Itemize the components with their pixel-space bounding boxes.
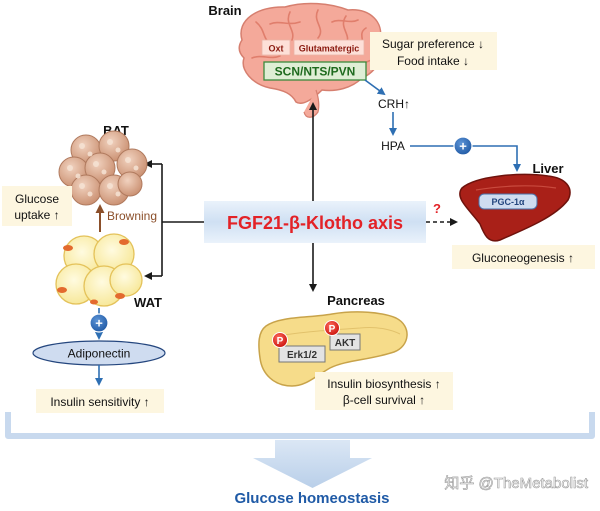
pgc1a-box bbox=[478, 193, 538, 210]
akt-phospho-text: P bbox=[329, 324, 336, 335]
pancreas-label: Pancreas bbox=[327, 293, 385, 308]
adiponectin-text: Adiponectin bbox=[68, 347, 131, 361]
erk-text: Erk1/2 bbox=[287, 350, 317, 361]
wat-nuclei bbox=[57, 239, 129, 305]
glucose-uptake-box bbox=[2, 186, 72, 226]
liver-effect-box bbox=[452, 245, 595, 269]
glucose-uptake-line1: Glucose bbox=[15, 192, 59, 206]
akt-text: AKT bbox=[335, 338, 356, 349]
erk-phospho bbox=[272, 332, 288, 348]
pancreas-effects-box bbox=[315, 372, 453, 410]
hpa-to-liver-arrow bbox=[410, 145, 521, 172]
wat-label: WAT bbox=[134, 295, 162, 310]
brain-label: Brain bbox=[208, 3, 241, 18]
wat-plus-text: + bbox=[95, 316, 103, 331]
oxt-tag bbox=[261, 39, 291, 56]
bat-lipid-droplets bbox=[67, 139, 139, 197]
crh-label: CRH↑ bbox=[378, 97, 410, 111]
wat-plus-sign bbox=[89, 313, 109, 333]
akt-box bbox=[329, 333, 361, 351]
glucose-uptake-line2: uptake ↑ bbox=[14, 208, 59, 222]
sugar-preference-text: Sugar preference ↓ bbox=[382, 37, 484, 51]
insulin-biosynthesis-text: Insulin biosynthesis ↑ bbox=[327, 377, 440, 391]
oxt-tag-text: Oxt bbox=[268, 44, 283, 54]
glutamatergic-tag-text: Glutamatergic bbox=[299, 44, 360, 54]
wat-cell-cluster bbox=[55, 233, 143, 307]
liver-question-mark: ? bbox=[433, 201, 441, 216]
outcome-down-arrow bbox=[253, 440, 372, 488]
gluconeogenesis-text: Gluconeogenesis ↑ bbox=[472, 251, 574, 265]
brain-nuclei-box bbox=[263, 61, 367, 81]
hpa-label: HPA bbox=[381, 139, 405, 153]
food-intake-text: Food intake ↓ bbox=[397, 54, 469, 68]
glutamatergic-tag bbox=[293, 39, 365, 56]
hpa-plus-text: + bbox=[459, 139, 467, 154]
browning-label: Browning bbox=[107, 209, 157, 223]
insulin-sensitivity-text: Insulin sensitivity ↑ bbox=[50, 395, 149, 409]
watermark: 知乎 @TheMetabolist bbox=[444, 475, 588, 492]
beta-cell-survival-text: β-cell survival ↑ bbox=[343, 393, 425, 407]
pgc1a-text: PGC-1α bbox=[491, 197, 525, 207]
erk-box bbox=[278, 345, 326, 363]
outcome-label: Glucose homeostasis bbox=[234, 490, 389, 506]
hpa-plus-sign bbox=[453, 136, 473, 156]
erk-phospho-text: P bbox=[277, 336, 284, 347]
akt-phospho bbox=[324, 320, 340, 336]
bat-cell-cluster bbox=[58, 130, 148, 206]
brain-to-crh-arrow bbox=[364, 79, 386, 96]
bottom-bracket bbox=[5, 412, 595, 439]
brain-effects-box bbox=[370, 32, 497, 70]
insulin-sensitivity-box bbox=[36, 389, 164, 413]
center-axis-title: FGF21-β-Klotho axis bbox=[227, 213, 403, 233]
center-axis-box bbox=[204, 201, 426, 243]
brain-illustration bbox=[238, 2, 383, 118]
liver-label: Liver bbox=[532, 161, 563, 176]
brain-nuclei-text: SCN/NTS/PVN bbox=[275, 65, 356, 79]
